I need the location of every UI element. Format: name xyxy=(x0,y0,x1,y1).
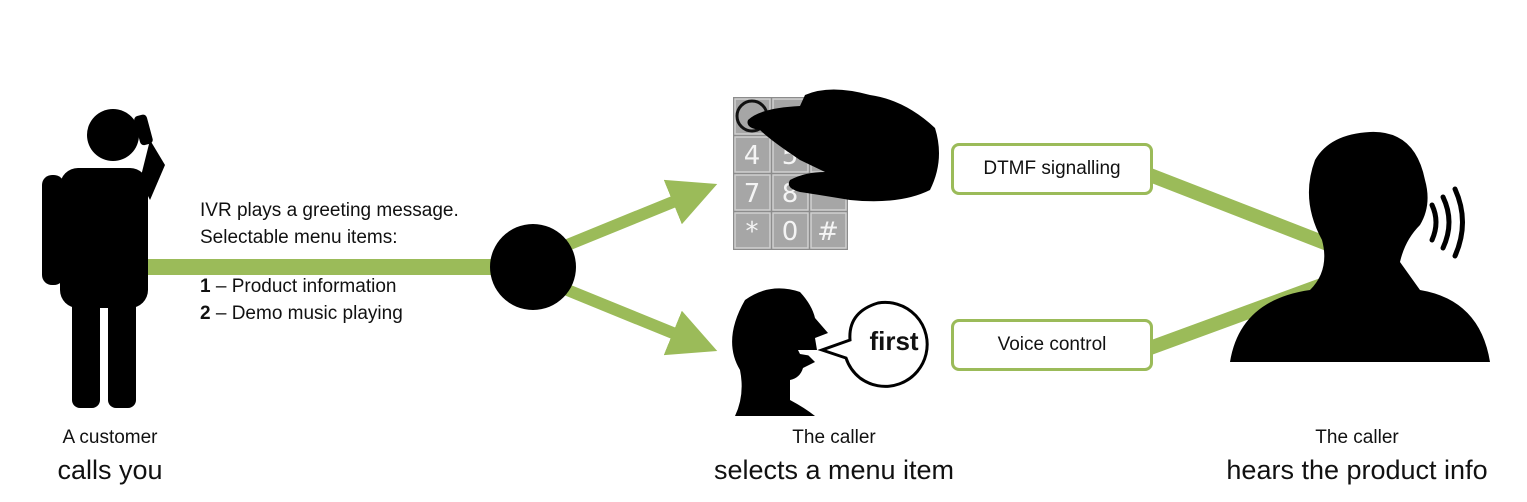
key-star: * xyxy=(746,217,759,247)
menu-item-number: 2 xyxy=(200,303,211,324)
dtmf-label: DTMF signalling xyxy=(983,158,1121,179)
speaking-head-icon xyxy=(732,288,828,416)
menu-item-2: 2 – Demo music playing xyxy=(200,300,459,327)
listening-head-icon xyxy=(1230,131,1490,362)
key-hash: # xyxy=(817,217,839,247)
key-7: 7 xyxy=(744,179,761,209)
connector-dtmf xyxy=(1147,168,1333,252)
voice-control-box: Voice control xyxy=(951,319,1153,371)
ivr-node xyxy=(490,224,576,310)
menu-item-label: – Product information xyxy=(210,276,397,297)
voice-label: Voice control xyxy=(997,334,1107,355)
key-0: 0 xyxy=(782,217,799,247)
step-3-caption: The caller xyxy=(1315,427,1399,448)
pointing-hand-icon xyxy=(747,89,939,202)
step-2-caption: The caller xyxy=(792,427,876,448)
speech-bubble-text: first xyxy=(869,326,918,356)
ivr-greeting: IVR plays a greeting message. xyxy=(200,200,459,221)
step-2-action: selects a menu item xyxy=(713,455,955,485)
menu-item-label: – Demo music playing xyxy=(210,303,403,324)
person-on-phone-icon xyxy=(42,109,165,408)
menu-item-1: 1 – Product information xyxy=(200,273,459,300)
ivr-menu-intro: Selectable menu items: xyxy=(200,227,398,248)
arrow-to-speaker xyxy=(557,281,718,356)
step-1-caption: A customer xyxy=(62,427,158,448)
key-4: 4 xyxy=(744,141,761,171)
arrow-to-keypad xyxy=(557,179,718,254)
sound-waves-icon xyxy=(1429,186,1465,259)
step-1-action: calls you xyxy=(57,455,163,485)
step-3-action: hears the product info xyxy=(1226,455,1488,485)
speech-bubble xyxy=(817,300,929,388)
menu-item-number: 1 xyxy=(200,276,211,297)
ivr-description: IVR plays a greeting message. Selectable… xyxy=(200,197,459,327)
dtmf-signalling-box: DTMF signalling xyxy=(951,143,1153,195)
